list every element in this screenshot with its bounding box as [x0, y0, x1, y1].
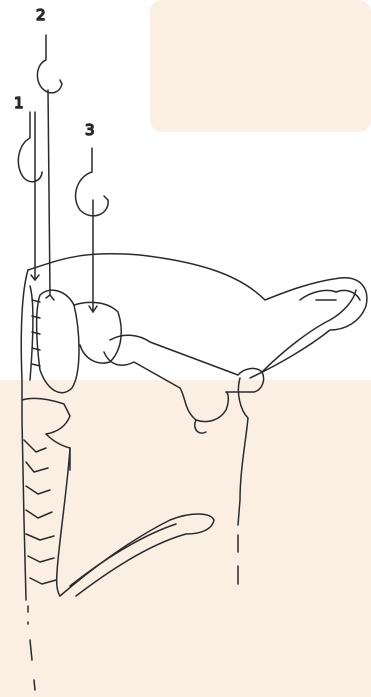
hook-1-label: 1	[14, 94, 24, 112]
hook-3-label: 3	[85, 121, 95, 139]
hook-2-label: 2	[36, 6, 46, 24]
tint-top-box	[150, 0, 371, 132]
hook-1-icon	[18, 112, 42, 280]
hook-3-icon	[76, 148, 109, 312]
tint-bottom-region	[0, 380, 371, 697]
